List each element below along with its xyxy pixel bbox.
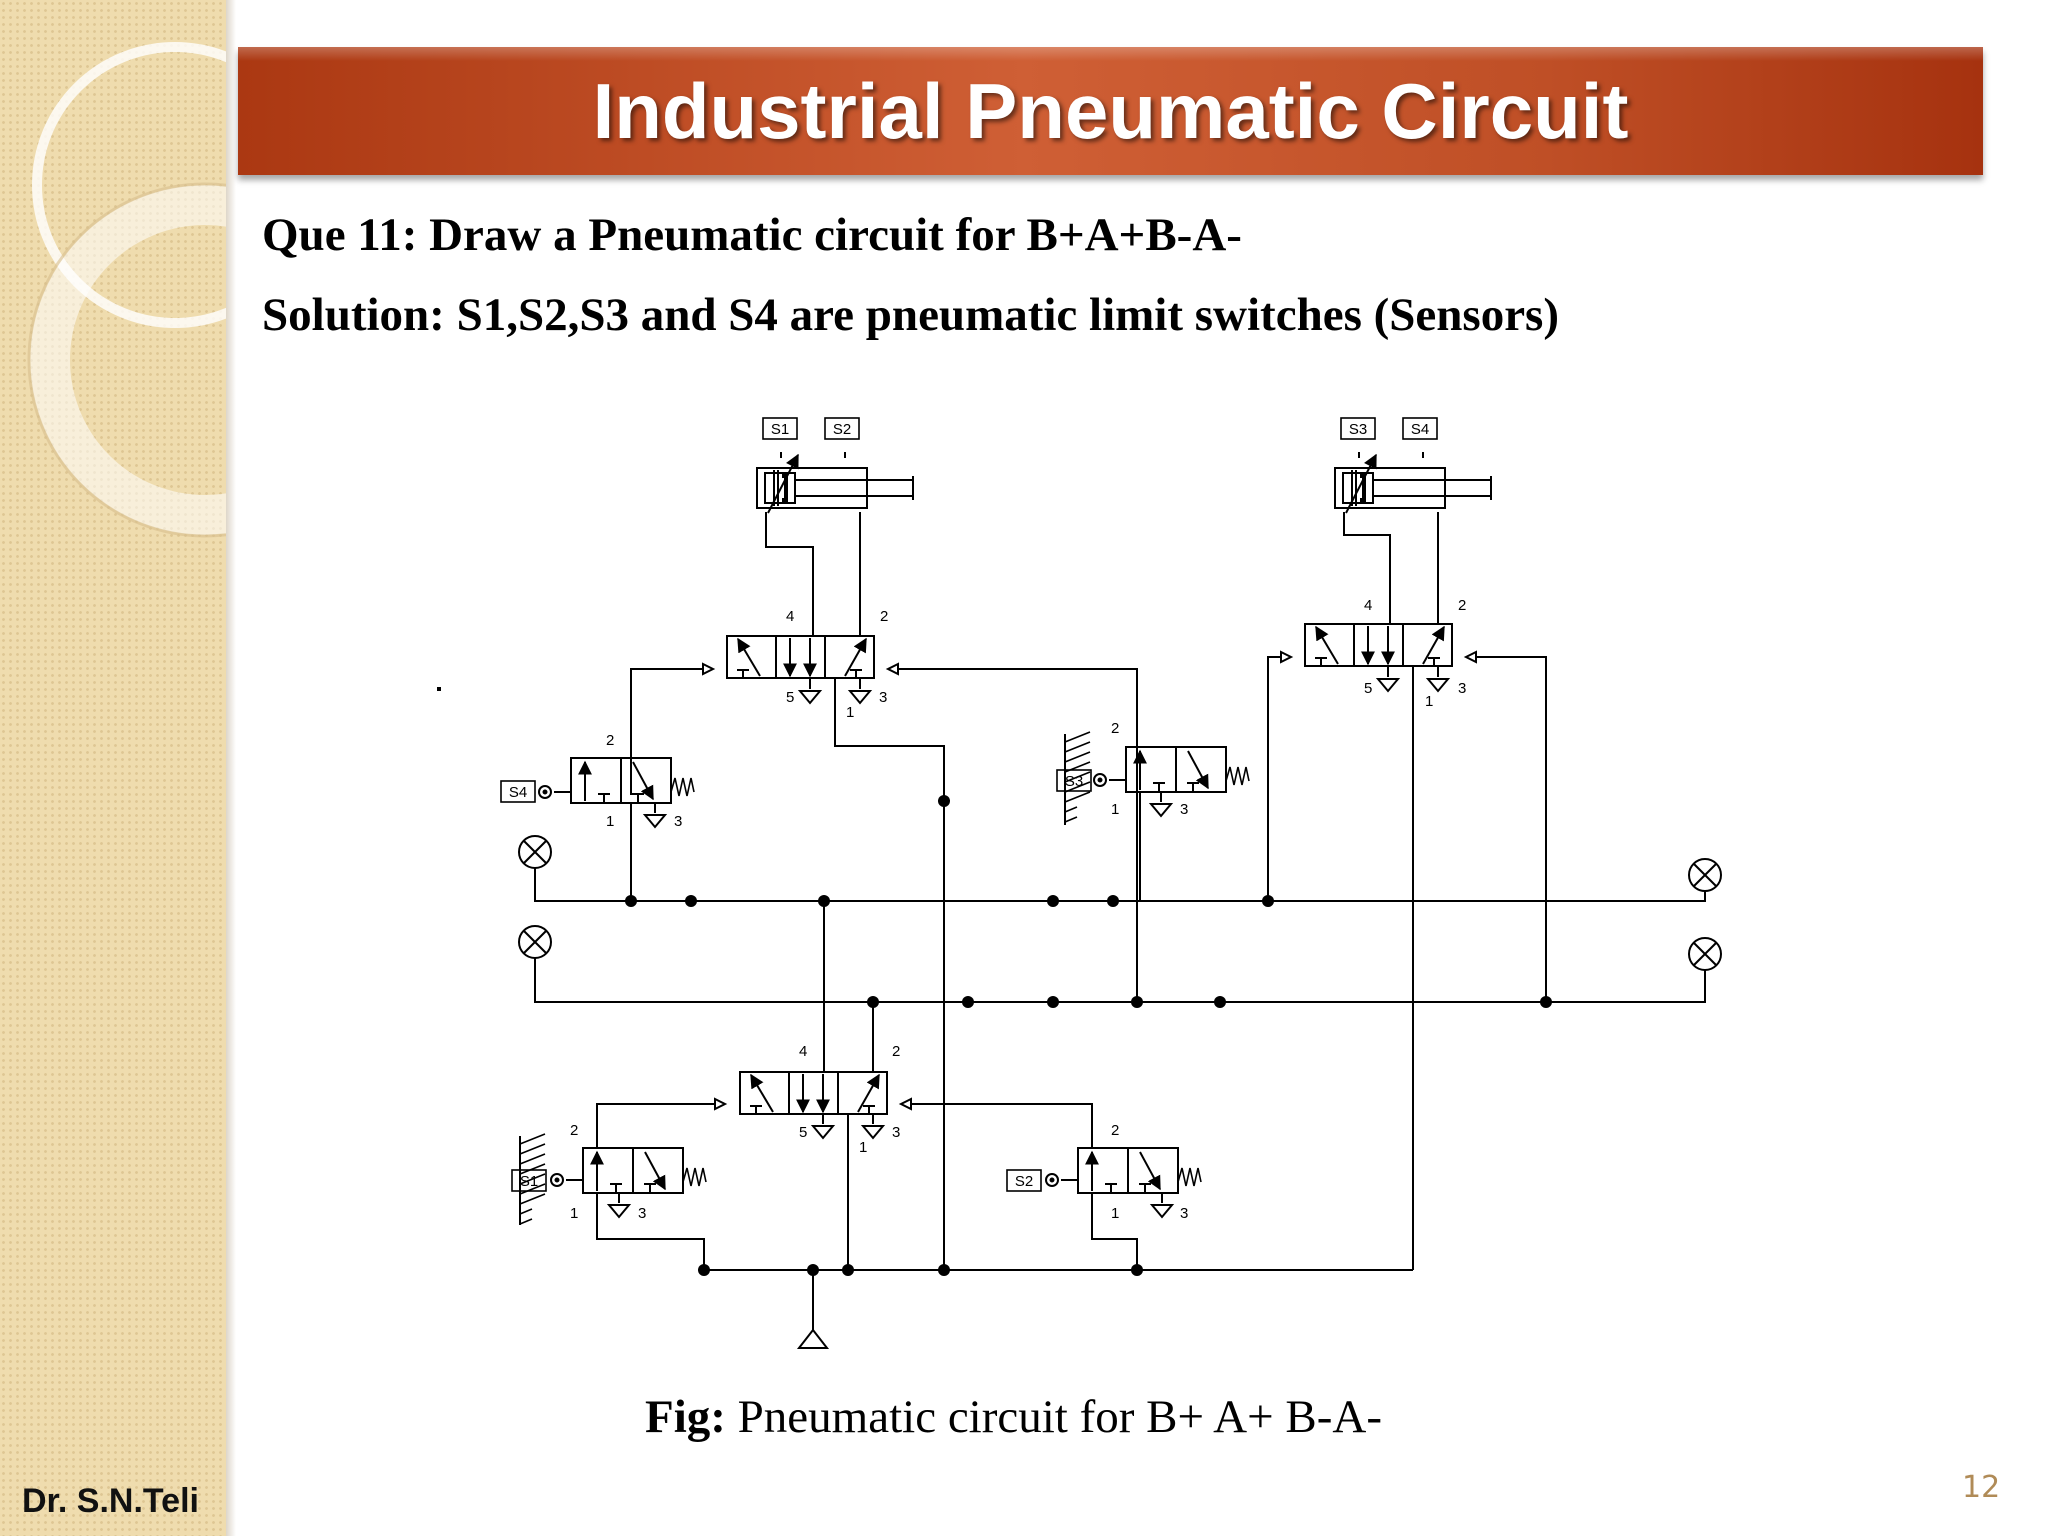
svg-text:2: 2 (1111, 1122, 1119, 1139)
svg-text:1: 1 (1425, 693, 1433, 710)
svg-text:2: 2 (570, 1122, 578, 1139)
svg-text:1: 1 (859, 1139, 867, 1156)
cylinder-a (756, 452, 914, 514)
limit-switch-s2 (1045, 1147, 1202, 1219)
svg-text:S1: S1 (520, 1173, 538, 1190)
sidebar-shadow (226, 0, 236, 1536)
sensor-label-s3: S3 (1349, 421, 1367, 438)
svg-text:1: 1 (1111, 1205, 1119, 1222)
valve-m-5-2 (714, 1071, 912, 1140)
page-number: 12 (1962, 1470, 2001, 1505)
limit-switch-s1 (519, 1133, 707, 1225)
valve-a-5-2 (702, 635, 899, 705)
svg-text:S3: S3 (1065, 773, 1083, 790)
limit-switch-s2-labels: S2 2 1 3 (1006, 1122, 1188, 1222)
svg-text:1: 1 (606, 813, 614, 830)
svg-text:4: 4 (1364, 597, 1372, 614)
svg-text:5: 5 (786, 689, 794, 706)
svg-text:3: 3 (1180, 1205, 1188, 1222)
limit-switch-s4 (538, 757, 695, 829)
pipe-lines (534, 512, 1706, 1271)
sensor-label-s2: S2 (833, 421, 851, 438)
limit-switch-s4-labels: S4 2 1 3 (500, 732, 682, 830)
air-supply-source (796, 1270, 830, 1349)
svg-text:2: 2 (1111, 720, 1119, 737)
sensor-label-s4: S4 (1411, 421, 1429, 438)
stray-dot (437, 687, 441, 691)
svg-text:5: 5 (799, 1124, 807, 1141)
slide-title: Industrial Pneumatic Circuit (592, 67, 1629, 155)
caption-text: Pneumatic circuit for B+ A+ B-A- (725, 1391, 1382, 1443)
cylinder-a-sensors: S1 S2 (762, 417, 860, 440)
limit-switch-s1-labels: S1 2 1 3 (511, 1122, 646, 1222)
valve-b-5-2 (1280, 623, 1477, 693)
decorative-rings (27, 42, 226, 538)
limit-switch-s3-labels: S3 2 1 3 (1056, 720, 1188, 818)
solution-text: Solution: S1,S2,S3 and S4 are pneumatic … (262, 289, 1559, 341)
svg-text:3: 3 (638, 1205, 646, 1222)
svg-text:1: 1 (1111, 801, 1119, 818)
pipe-junctions (625, 795, 1552, 1276)
sidebar-decoration (0, 0, 226, 1536)
svg-text:3: 3 (674, 813, 682, 830)
svg-text:2: 2 (892, 1043, 900, 1060)
svg-text:2: 2 (1458, 597, 1466, 614)
svg-text:S2: S2 (1015, 1173, 1033, 1190)
svg-text:5: 5 (1364, 680, 1372, 697)
cylinder-b-sensors: S3 S4 (1340, 417, 1438, 440)
cylinder-b (1334, 452, 1492, 514)
svg-text:3: 3 (892, 1124, 900, 1141)
svg-text:2: 2 (880, 608, 888, 625)
svg-text:3: 3 (1180, 801, 1188, 818)
valve-a-port-labels: 4 2 5 3 1 (786, 608, 888, 721)
valve-m-port-labels: 4 2 5 3 1 (799, 1043, 900, 1156)
author-name: Dr. S.N.Teli (22, 1482, 199, 1520)
svg-text:3: 3 (879, 689, 887, 706)
indicator-lamps (518, 835, 1722, 980)
question-text: Que 11: Draw a Pneumatic circuit for B+A… (262, 209, 1242, 261)
sensor-label-s1: S1 (771, 421, 789, 438)
svg-text:1: 1 (846, 704, 854, 721)
title-banner: Industrial Pneumatic Circuit (238, 47, 1983, 175)
valve-b-port-labels: 4 2 5 3 1 (1364, 597, 1466, 710)
limit-switch-s3 (1064, 731, 1250, 825)
svg-text:2: 2 (606, 732, 614, 749)
svg-text:S4: S4 (509, 784, 527, 801)
svg-text:1: 1 (570, 1205, 578, 1222)
banner-shine (238, 47, 1983, 61)
svg-text:4: 4 (799, 1043, 807, 1060)
caption-label: Fig: (645, 1391, 726, 1443)
svg-text:4: 4 (786, 608, 794, 625)
svg-text:3: 3 (1458, 680, 1466, 697)
figure-caption: Fig: Pneumatic circuit for B+ A+ B-A- (645, 1390, 1382, 1444)
